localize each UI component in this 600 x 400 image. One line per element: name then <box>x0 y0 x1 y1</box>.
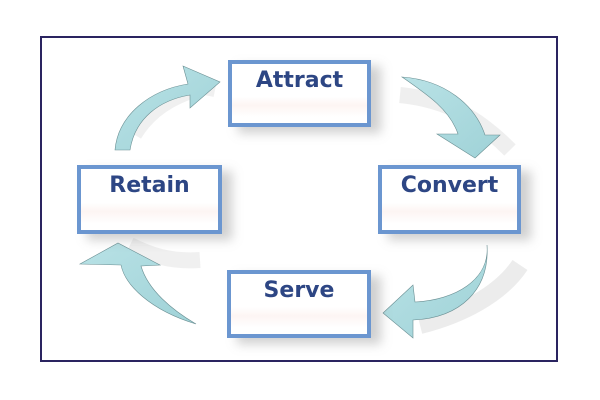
arrow-serve-to-retain <box>78 242 197 325</box>
stage-serve: Serve <box>227 270 371 338</box>
arrow-attract-to-convert <box>400 76 501 159</box>
arrow-convert-to-serve <box>382 244 488 339</box>
stage-attract-label: Attract <box>255 68 344 93</box>
stage-serve-label: Serve <box>263 278 335 303</box>
stage-retain-label: Retain <box>109 173 190 198</box>
arrow-retain-to-attract <box>114 65 221 151</box>
stage-retain: Retain <box>77 165 222 234</box>
stage-convert-label: Convert <box>400 173 499 198</box>
stage-attract: Attract <box>228 60 371 127</box>
stage-convert: Convert <box>378 165 521 234</box>
